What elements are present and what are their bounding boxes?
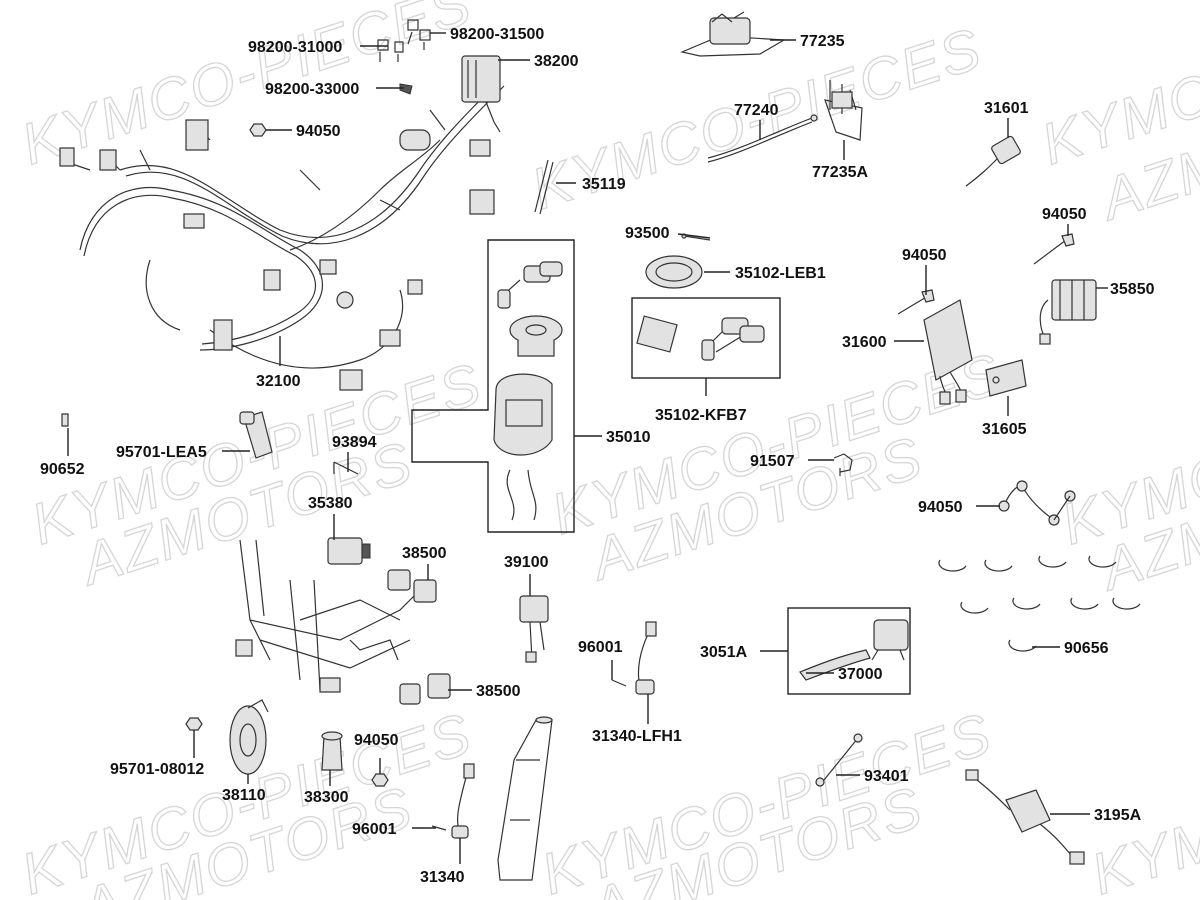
part-label-94050[interactable]: 94050: [1042, 206, 1087, 223]
switch-31340-LFH1-drawing: [611, 621, 657, 695]
part-label-95701-08012[interactable]: 95701-08012: [110, 761, 204, 778]
part-label-98200-31000[interactable]: 98200-31000: [248, 39, 342, 56]
part-drawings: [59, 11, 1141, 881]
bolt-95701-LEA5-drawing: [239, 411, 273, 459]
wiring-harness-drawing: [59, 79, 505, 391]
frame-bracket-drawing: [235, 539, 421, 693]
group-box-35010: [411, 239, 575, 533]
pad-31605-drawing: [985, 359, 1027, 397]
part-label-93894[interactable]: 93894: [332, 434, 377, 451]
relay-38200-drawing: [461, 55, 501, 133]
part-label-94050[interactable]: 94050: [902, 247, 947, 264]
cable-tie-35119-drawing: [534, 159, 554, 215]
hose-clips-90656-drawing: [938, 555, 1141, 652]
watermark-brand: KYMCO-PIECES: [1084, 701, 1200, 900]
bolt-93401-drawing: [815, 733, 863, 787]
part-label-3195A[interactable]: 3195A: [1094, 807, 1142, 824]
part-label-98200-33000[interactable]: 98200-33000: [265, 81, 359, 98]
part-label-3051A[interactable]: 3051A: [700, 644, 748, 661]
part-label-31600[interactable]: 31600: [842, 334, 887, 351]
bolt-94050-b-drawing: [897, 289, 935, 315]
part-label-95701-LEA5[interactable]: 95701-LEA5: [116, 444, 207, 461]
part-label-35102-KFB7[interactable]: 35102-KFB7: [655, 407, 747, 424]
buzzer-38300-drawing: [321, 731, 343, 771]
part-label-94050[interactable]: 94050: [296, 123, 341, 140]
part-label-35010[interactable]: 35010: [606, 429, 651, 446]
part-label-38200[interactable]: 38200: [534, 53, 579, 70]
clip-98200-33000-drawing: [399, 83, 413, 95]
bolt-94050-c-drawing: [1033, 233, 1075, 265]
part-label-93500[interactable]: 93500: [625, 225, 670, 242]
part-label-96001[interactable]: 96001: [578, 639, 623, 656]
relay-35380-drawing: [327, 537, 371, 565]
part-label-32100[interactable]: 32100: [256, 373, 301, 390]
fork-tube-drawing: [497, 716, 553, 881]
relay-38500-b-drawing: [399, 673, 451, 705]
part-label-35102-LEB1[interactable]: 35102-LEB1: [735, 265, 826, 282]
part-label-31605[interactable]: 31605: [982, 421, 1027, 438]
horn-38110-drawing: [229, 699, 269, 775]
part-label-38300[interactable]: 38300: [304, 789, 349, 806]
part-label-38500[interactable]: 38500: [402, 545, 447, 562]
part-label-39100[interactable]: 39100: [504, 554, 549, 571]
cdi-unit-31600-drawing: [923, 299, 973, 405]
key-set-35102-KFB7-drawing: [636, 315, 765, 361]
part-label-90656[interactable]: 90656: [1064, 640, 1109, 657]
relay-39100-drawing: [519, 595, 549, 663]
part-labels: 98200-31000 98200-31500 38200 98200-3300…: [40, 26, 1155, 886]
part-label-77240[interactable]: 77240: [734, 102, 779, 119]
part-label-94050[interactable]: 94050: [918, 499, 963, 516]
clip-98200-31500-drawing: [407, 19, 431, 50]
hose-94050-d-drawing: [998, 480, 1076, 526]
sensor-31601-drawing: [965, 135, 1021, 187]
clip-90652-drawing: [61, 413, 69, 427]
part-label-77235A[interactable]: 77235A: [812, 164, 868, 181]
relay-38500-a-drawing: [387, 569, 437, 603]
ring-35102-LEB1-drawing: [645, 255, 703, 289]
pin-93894-drawing: [333, 461, 359, 475]
part-label-38500[interactable]: 38500: [476, 683, 521, 700]
clip-91507-drawing: [833, 453, 853, 476]
part-label-94050[interactable]: 94050: [354, 732, 399, 749]
part-label-77235[interactable]: 77235: [800, 33, 845, 50]
part-label-90652[interactable]: 90652: [40, 461, 85, 478]
part-label-96001[interactable]: 96001: [352, 821, 397, 838]
part-label-31340-LFH1[interactable]: 31340-LFH1: [592, 728, 682, 745]
bracket-77235-drawing: [680, 11, 787, 57]
part-label-37000[interactable]: 37000: [838, 666, 883, 683]
connector-3195A-drawing: [965, 769, 1085, 865]
bracket-77235A-drawing: [824, 80, 863, 141]
part-label-35850[interactable]: 35850: [1110, 281, 1155, 298]
part-label-31340[interactable]: 31340: [420, 869, 465, 886]
part-label-91507[interactable]: 91507: [750, 453, 795, 470]
nut-94050-a-drawing: [249, 123, 267, 137]
nut-94050-e-drawing: [371, 773, 389, 787]
lock-set-35010-drawing: [493, 261, 563, 521]
regulator-35850-drawing: [1039, 279, 1097, 345]
part-label-35380[interactable]: 35380: [308, 495, 353, 512]
part-label-35119[interactable]: 35119: [582, 176, 626, 193]
bolt-95701-08012-drawing: [185, 717, 203, 731]
part-label-93401[interactable]: 93401: [864, 768, 909, 785]
part-label-38110[interactable]: 38110: [222, 787, 266, 804]
leader-lines: [67, 32, 1108, 864]
part-label-31601[interactable]: 31601: [984, 100, 1029, 117]
part-label-98200-31500[interactable]: 98200-31500: [450, 26, 544, 43]
